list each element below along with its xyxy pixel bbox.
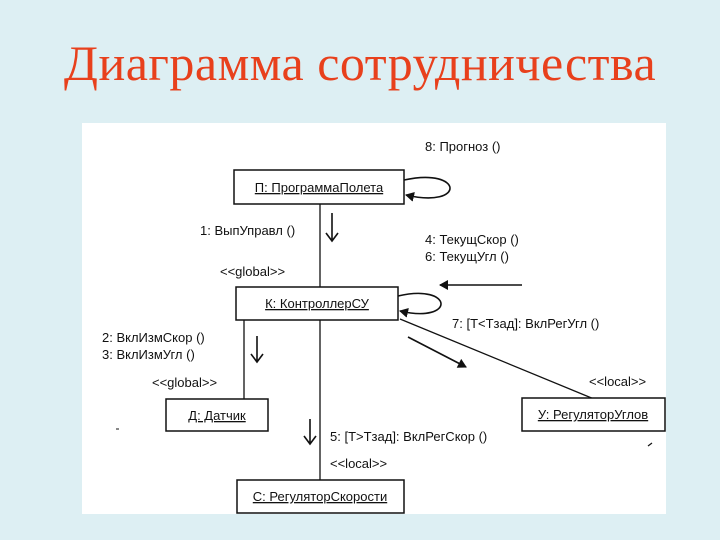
arrow-msg-5 [303, 419, 317, 446]
object-controller-label: К: КонтроллерСУ [265, 296, 369, 311]
stereotype-global-controller-sensor: <<global>> [152, 375, 217, 390]
stereotype-local-controller-angle: <<local>> [589, 374, 646, 389]
arrow-msg-1 [325, 213, 339, 243]
slide-title: Диаграмма сотрудничества [63, 35, 657, 91]
object-sensor: Д: Датчик [165, 398, 269, 432]
message-4: 4: ТекущСкор () [425, 232, 519, 247]
self-loop-program [403, 176, 451, 202]
message-7: 7: [Т<Тзад]: ВклРегУгл () [452, 316, 599, 331]
message-3: 3: ВклИзмУгл () [102, 347, 195, 362]
stereotype-local-controller-speed: <<local>> [330, 456, 387, 471]
message-8: 8: Прогноз () [425, 139, 501, 154]
arrow-msg-7 [407, 336, 467, 368]
object-speed-regulator-label: С: РегуляторСкорости [253, 489, 387, 504]
scan-speck-right [647, 442, 653, 447]
message-2: 2: ВклИзмСкор () [102, 330, 205, 345]
object-angle-regulator-label: У: РегуляторУглов [538, 407, 648, 422]
arrow-msg-2-3 [250, 336, 264, 364]
message-6: 6: ТекущУгл () [425, 249, 509, 264]
link-controller-angle-regulator [399, 318, 595, 400]
object-sensor-label: Д: Датчик [188, 408, 246, 423]
object-controller: К: КонтроллерСУ [235, 286, 399, 321]
message-5: 5: [Т>Тзад]: ВклРегСкор () [330, 429, 487, 444]
diagram-canvas: П: ПрограммаПолета К: КонтроллерСУ Д: Да… [102, 139, 666, 514]
object-program: П: ПрограммаПолета [233, 169, 405, 205]
collaboration-diagram: П: ПрограммаПолета К: КонтроллерСУ Д: Да… [82, 123, 666, 514]
message-1: 1: ВыпУправл () [200, 223, 295, 238]
object-angle-regulator: У: РегуляторУглов [521, 397, 666, 432]
self-loop-controller [397, 292, 442, 318]
stereotype-global-program-controller: <<global>> [220, 264, 285, 279]
object-speed-regulator: С: РегуляторСкорости [236, 479, 405, 514]
object-program-label: П: ПрограммаПолета [255, 180, 384, 195]
